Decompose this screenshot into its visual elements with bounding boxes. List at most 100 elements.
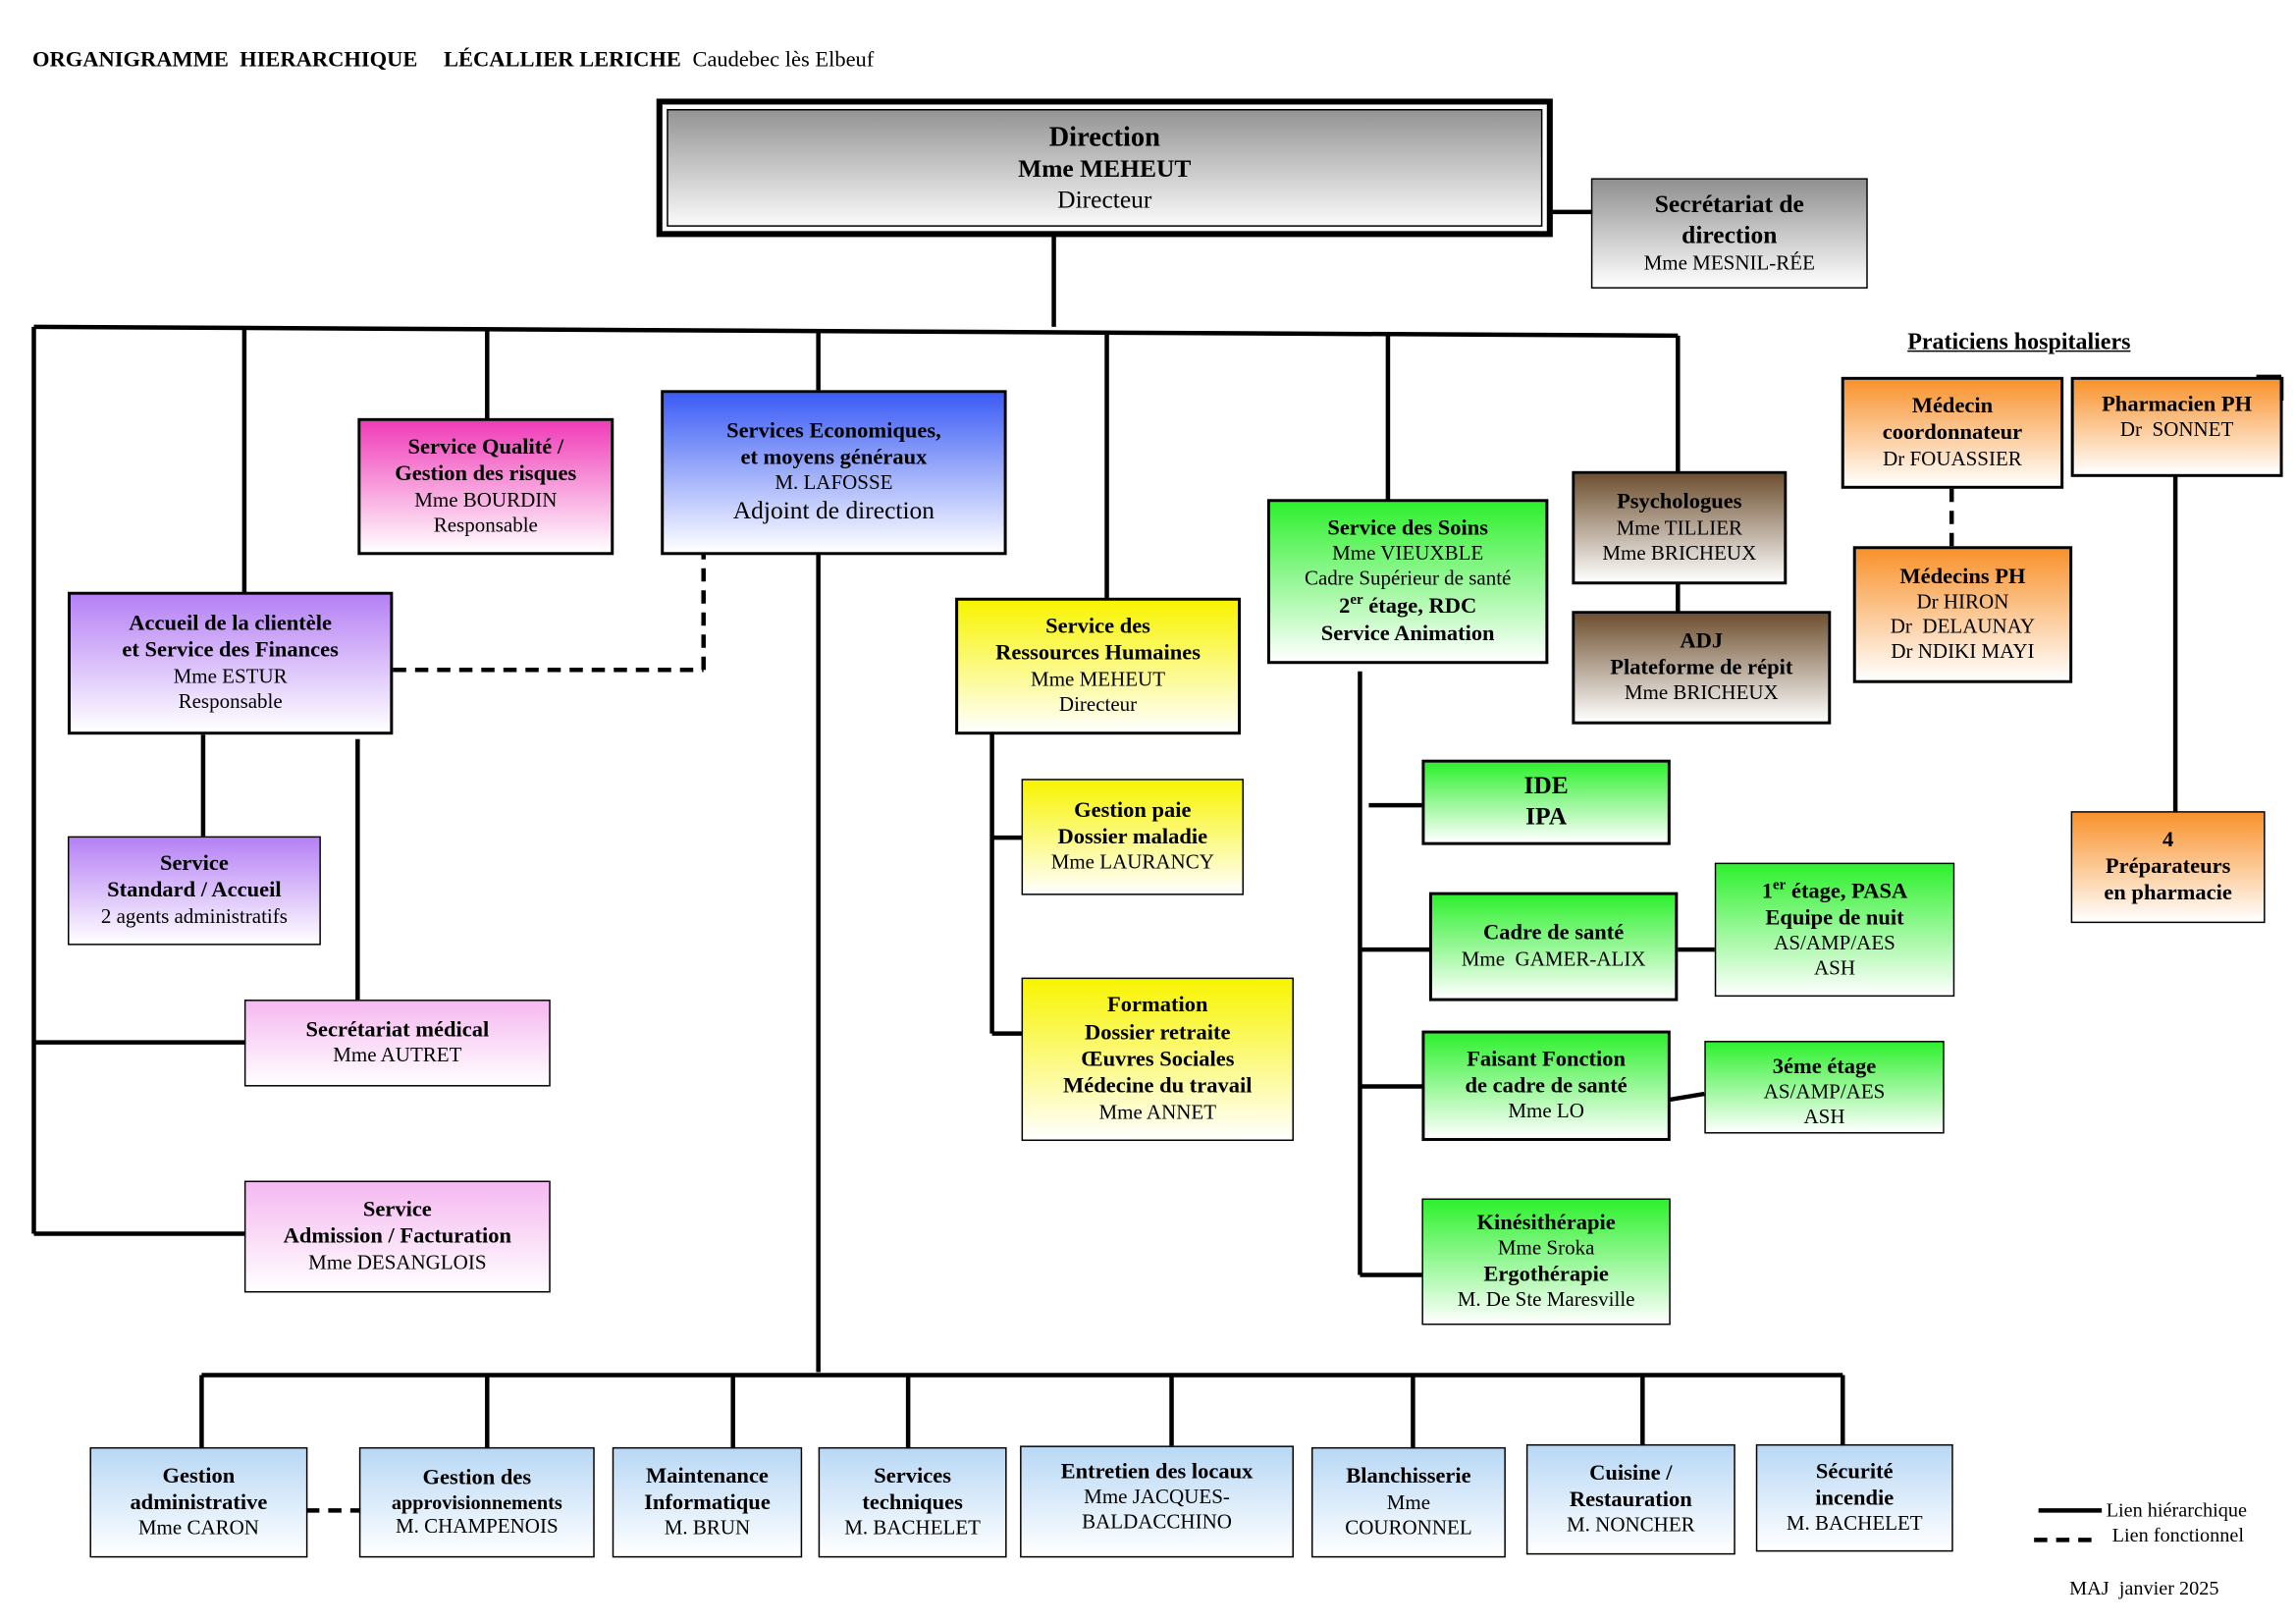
adj-box: ADJ Plateforme de répit Mme BRICHEUX [1572,611,1832,725]
eco-title-2: et moyens généraux [740,446,928,470]
accueil-title-2: et Service des Finances [122,639,339,664]
ff-name: Mme LO [1508,1101,1584,1124]
gestion-admin-name: Mme CARON [137,1518,259,1541]
medecins-ph-title: Médecins PH [1899,565,2026,589]
preparateurs-count: 4 [2162,828,2174,852]
appro-title: Gestion des [422,1465,532,1489]
services-economiques-box: Services Economiques, et moyens généraux… [661,390,1007,556]
cadre-name: Mme GAMER-ALIX [1461,948,1646,972]
pharmacien-box: Pharmacien PH Dr SONNET [2070,376,2283,477]
secretariat-direction-name: Mme MESNIL-RÉE [1643,252,1815,275]
appro-title-2: approvisionnements [391,1490,562,1514]
formation-title: Formation [1107,994,1208,1018]
admission-title-2: Admission / Facturation [283,1225,512,1250]
praticiens-title: Praticiens hospitaliers [1907,329,2131,355]
chart-header: ORGANIGRAMME HIERARCHIQUE LÉCALLIER LERI… [32,48,874,73]
secretariat-direction-box: Secrétariat de direction Mme MESNIL-RÉE [1590,178,1868,289]
medecins-ph-name-2: Dr DELAUNAY [1890,617,2036,639]
formation-title-4: Médecine du travail [1063,1074,1253,1099]
techniques-name: M. BACHELET [844,1518,982,1541]
soins-floors: 2er étage, RDC [1339,592,1476,621]
secretariat-medical-box: Secrétariat médical Mme AUTRET [243,1000,551,1087]
ide-title: IDE [1523,772,1569,800]
ff-title-2: de cadre de santé [1465,1074,1628,1099]
ide-ipa-box: IDE IPA [1421,759,1671,845]
paie-title-2: Dossier maladie [1057,826,1208,850]
rh-title-2: Ressources Humaines [995,642,1201,667]
standard-title-2: Standard / Accueil [107,879,282,903]
medecins-ph-name-1: Dr HIRON [1916,591,2009,615]
blanchisserie-title: Blanchisserie [1346,1465,1471,1489]
faisant-fonction-box: Faisant Fonction de cadre de santé Mme L… [1421,1030,1671,1142]
admission-title: Service [362,1198,432,1222]
pasa-sup: er [1773,877,1787,893]
service-soins-box: Service des Soins Mme VIEUXBLE Cadre Sup… [1266,499,1549,665]
appro-name: M. CHAMPENOIS [395,1516,559,1540]
rh-name: Mme MEHEUT [1031,669,1166,692]
psycho-name-1: Mme TILLIER [1616,517,1743,540]
pasa-rest: étage, PASA [1786,880,1908,904]
eco-title: Services Economiques, [726,419,941,444]
qualite-box: Service Qualité / Gestion des risques Mm… [357,417,614,556]
pasa-title: 1er étage, PASA [1762,877,1907,905]
medecin-coord-name: Dr FOUASSIER [1883,448,2022,471]
blanchisserie-name-1: Mme [1386,1491,1431,1515]
entretien-locaux-box: Entretien des locaux Mme JACQUES- BALDAC… [1020,1445,1294,1558]
preparateurs-box: 4 Préparateurs en pharmacie [2070,811,2266,924]
qualite-role: Responsable [433,514,538,537]
chart-title: ORGANIGRAMME HIERARCHIQUE [31,48,418,73]
etage3-title: 3éme étage [1772,1056,1877,1080]
pasa-box: 1er étage, PASA Equipe de nuit AS/AMP/AE… [1714,862,1955,998]
ff-title: Faisant Fonction [1467,1048,1627,1072]
securite-title: Sécurité [1815,1459,1894,1484]
direction-name: Mme MEHEUT [1018,154,1192,183]
standard-note: 2 agents administratifs [100,906,288,929]
direction-title: Direction [1048,121,1160,153]
formation-name: Mme ANNET [1098,1102,1217,1124]
kine-title: Kinésithérapie [1476,1211,1616,1235]
legend-dashed-label: Lien fonctionnel [2111,1523,2244,1546]
standard-title: Service [159,852,229,877]
secretariat-medical-name: Mme AUTRET [333,1045,462,1068]
accueil-title: Accueil de la clientèle [129,612,333,636]
psychologues-box: Psychologues Mme TILLIER Mme BRICHEUX [1572,470,1788,585]
medecin-coordonnateur-box: Médecin coordonnateur Dr FOUASSIER [1841,376,2064,489]
medecins-ph-box: Médecins PH Dr HIRON Dr DELAUNAY Dr NDIK… [1852,546,2073,683]
soins-floor-sup: er [1350,592,1363,609]
soins-name: Mme VIEUXBLE [1332,543,1484,567]
soins-floor-rest: étage, RDC [1362,595,1477,620]
admission-facturation-box: Service Admission / Facturation Mme DESA… [243,1180,551,1293]
techniques-title-2: techniques [862,1490,963,1515]
cadre-title: Cadre de santé [1482,922,1625,947]
blanchisserie-box: Blanchisserie Mme COURONNEL [1310,1446,1506,1558]
maintenance-informatique-box: Maintenance Informatique M. BRUN [612,1446,803,1558]
etage3-ash: ASH [1803,1108,1845,1130]
rh-title: Service des [1045,615,1150,639]
psycho-title: Psychologues [1617,490,1742,514]
formation-box: Formation Dossier retraite Œuvres Social… [1021,977,1294,1142]
gestion-admin-title: Gestion [162,1464,236,1489]
gestion-administrative-box: Gestion administrative Mme CARON [89,1446,308,1558]
maintenance-name: M. BRUN [664,1518,751,1541]
admission-name: Mme DESANGLOIS [308,1252,487,1275]
preparateurs-title: Préparateurs [2105,854,2231,879]
pasa-equipe-nuit: Equipe de nuit [1765,906,1904,931]
adj-subtitle: Plateforme de répit [1610,656,1793,680]
kinesitherapie-box: Kinésithérapie Mme Sroka Ergothérapie M.… [1421,1198,1671,1326]
gestion-paie-box: Gestion paie Dossier maladie Mme LAURANC… [1021,779,1244,895]
chart-place: Caudebec lès Elbeuf [692,48,875,73]
medecins-ph-name-3: Dr NDIKI MAYI [1891,642,2035,665]
paie-name: Mme LAURANCY [1050,852,1214,876]
cuisine-title: Cuisine / [1589,1461,1673,1486]
pasa-ash: ASH [1813,958,1855,982]
pasa-num: 1 [1761,880,1774,904]
accueil-role: Responsable [178,691,283,714]
eco-name: M. LAFOSSE [774,472,893,496]
accueil-name: Mme ESTUR [173,666,288,689]
securite-incendie-box: Sécurité incendie M. BACHELET [1755,1443,1953,1552]
ergo-name: M. De Ste Maresville [1457,1289,1635,1313]
rh-role: Directeur [1058,694,1138,717]
ressources-humaines-box: Service des Ressources Humaines Mme MEHE… [955,597,1241,735]
formation-title-2: Dossier retraite [1085,1021,1231,1046]
